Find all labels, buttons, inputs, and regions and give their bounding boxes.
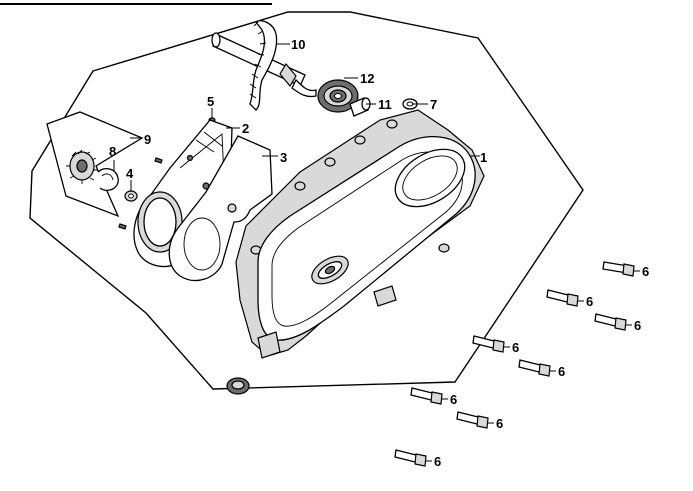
bolt — [594, 313, 632, 331]
callout-4: 4 — [126, 166, 134, 181]
callout-6: 6 — [586, 294, 593, 309]
inspection-plug — [226, 377, 250, 395]
kick-spring — [317, 79, 359, 113]
callout-labels: 1 2 3 4 5 7 8 9 10 11 12 6 6 6 6 6 6 6 6 — [109, 37, 649, 469]
bolt — [456, 411, 494, 429]
callout-7: 7 — [430, 97, 437, 112]
callout-6: 6 — [496, 416, 503, 431]
bolt — [546, 289, 584, 307]
callout-10: 10 — [291, 37, 305, 52]
callout-6: 6 — [512, 340, 519, 355]
bolts — [394, 261, 640, 467]
callout-8: 8 — [109, 144, 116, 159]
callout-3: 3 — [280, 150, 287, 165]
bushing — [349, 97, 371, 117]
gasket — [168, 135, 273, 281]
bolt — [410, 387, 448, 405]
callout-5: 5 — [207, 94, 214, 109]
bolt — [472, 335, 510, 353]
assembly-boundary — [29, 11, 584, 390]
callout-6: 6 — [642, 264, 649, 279]
callout-6: 6 — [634, 318, 641, 333]
callout-1: 1 — [480, 150, 487, 165]
leader-lines — [113, 43, 480, 191]
callout-12: 12 — [360, 71, 374, 86]
bolt — [518, 359, 556, 377]
bearing-plate — [133, 119, 233, 268]
callout-6: 6 — [434, 454, 441, 469]
starter-subassembly — [46, 111, 144, 218]
crankcase-cover — [235, 109, 485, 359]
kick-shaft — [211, 20, 317, 111]
callout-6: 6 — [558, 364, 565, 379]
callout-2: 2 — [242, 121, 249, 136]
washer — [124, 190, 138, 202]
callout-9: 9 — [144, 132, 151, 147]
callout-11: 11 — [378, 97, 392, 112]
bolt — [602, 261, 640, 277]
callout-6: 6 — [450, 392, 457, 407]
bolt — [394, 449, 432, 467]
